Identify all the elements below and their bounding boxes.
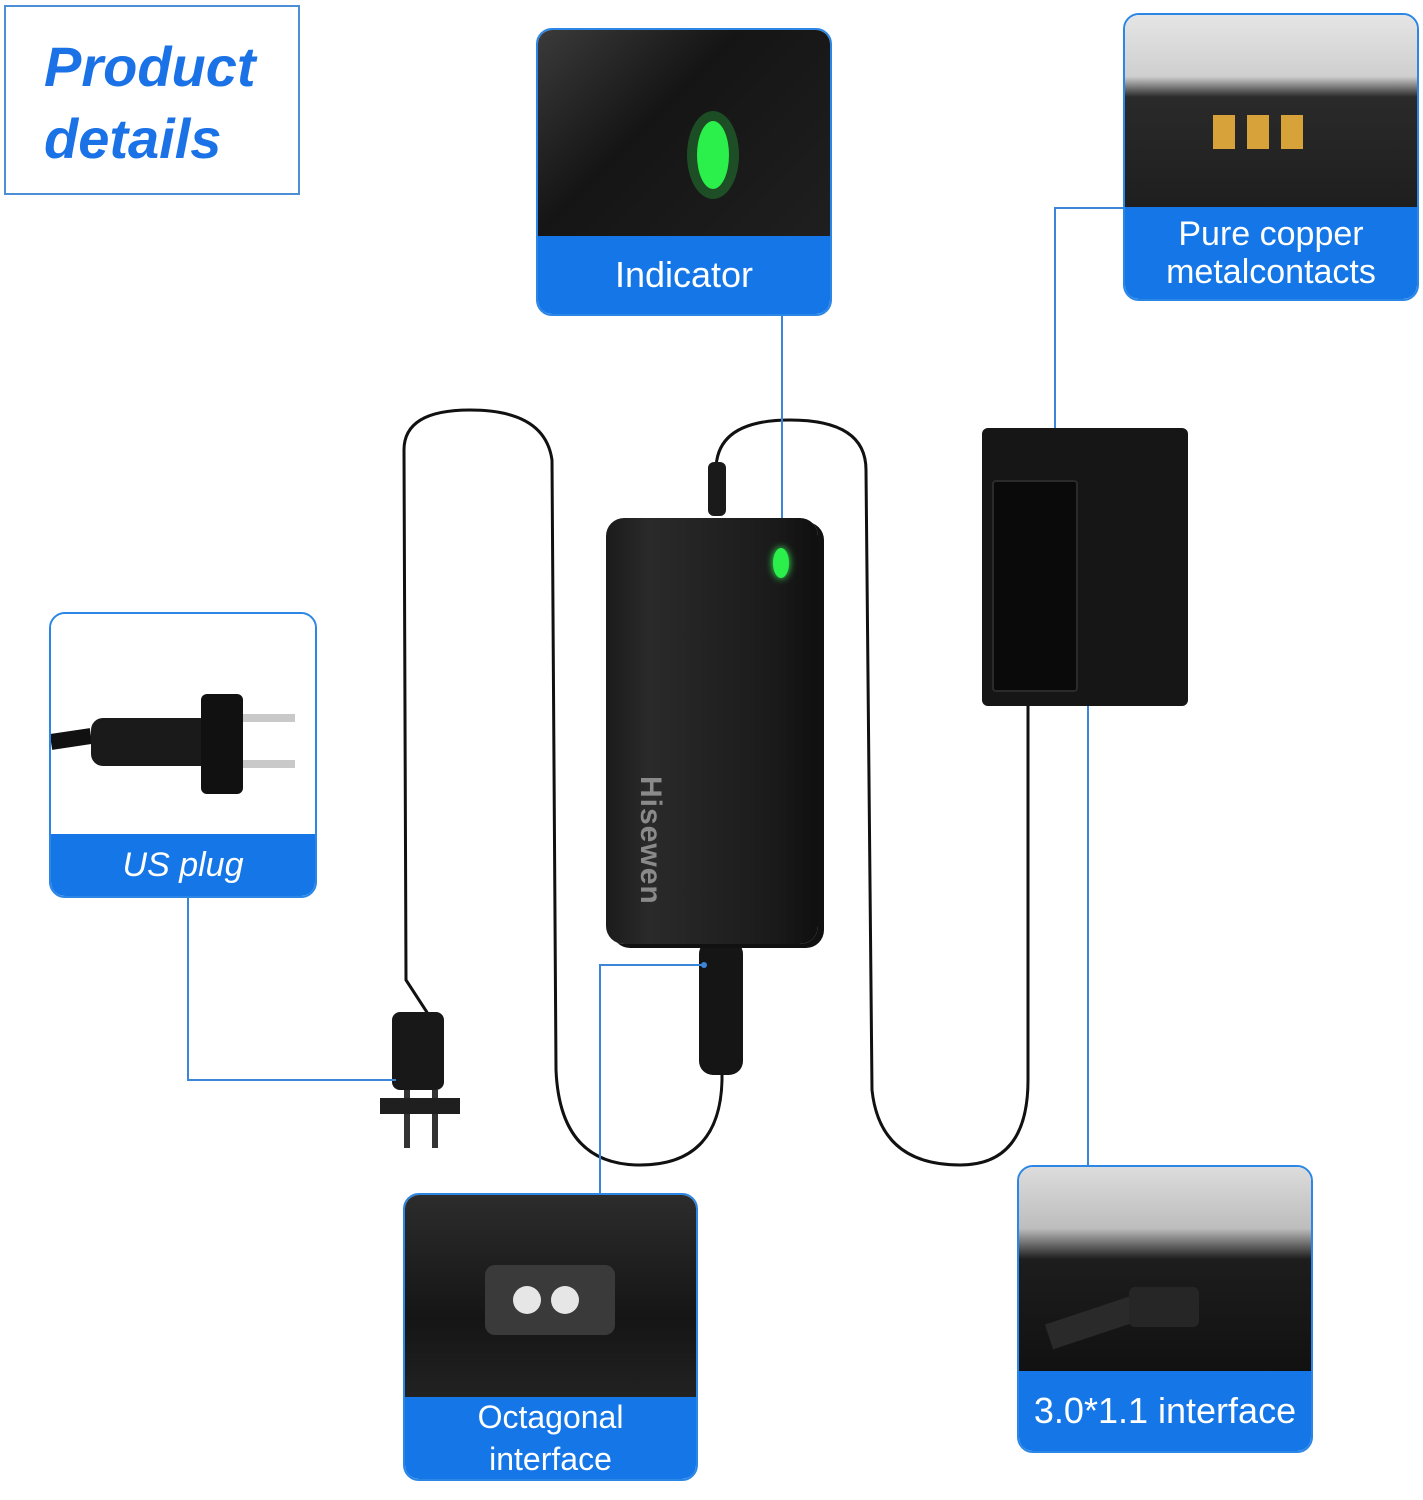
octagonal-socket-photo bbox=[405, 1195, 696, 1400]
power-adapter bbox=[606, 518, 818, 944]
copper-contacts-photo bbox=[1125, 15, 1417, 220]
brand-logo-text: Hisewen bbox=[634, 776, 667, 905]
dc-interface-label: 3.0*1.1 interface bbox=[1033, 1390, 1297, 1431]
leader-copper bbox=[1054, 207, 1123, 430]
title-box: Product details bbox=[4, 5, 300, 195]
callout-dc-interface: 3.0*1.1 interface bbox=[1017, 1165, 1313, 1453]
us-plug-label: US plug bbox=[122, 845, 244, 884]
callout-label: Octagonal interface bbox=[405, 1397, 696, 1479]
plug-base bbox=[380, 1098, 460, 1114]
copper-label-line-1: Pure copper bbox=[1178, 215, 1364, 253]
callout-copper-contacts: Pure copper metalcontacts bbox=[1123, 13, 1419, 301]
page-title: Product details bbox=[44, 35, 256, 170]
callout-indicator: Indicator bbox=[536, 28, 832, 316]
us-plug-icon bbox=[51, 694, 295, 794]
led-closeup-icon bbox=[687, 111, 739, 199]
contacts-closeup-icon bbox=[1213, 115, 1303, 149]
top-strain-relief bbox=[708, 462, 726, 516]
octagonal-label-line-2: interface bbox=[489, 1441, 612, 1477]
plug-prong-left bbox=[404, 1090, 410, 1148]
callout-label: Indicator bbox=[538, 236, 830, 314]
plug-head bbox=[392, 1012, 444, 1090]
callout-label: 3.0*1.1 interface bbox=[1019, 1371, 1311, 1451]
leader-octagonal bbox=[599, 964, 704, 1193]
indicator-label: Indicator bbox=[614, 254, 754, 295]
callout-octagonal-interface: Octagonal interface bbox=[403, 1193, 698, 1481]
figure-eight-socket-icon bbox=[485, 1265, 615, 1335]
dc-output-cable bbox=[714, 418, 1030, 1167]
callout-label: US plug bbox=[51, 834, 315, 896]
us-plug-photo bbox=[51, 614, 315, 839]
callout-label: Pure copper metalcontacts bbox=[1125, 207, 1417, 299]
power-cord-cable bbox=[402, 408, 724, 1167]
leader-us-plug bbox=[187, 898, 396, 1081]
indicator-closeup-photo bbox=[538, 30, 830, 240]
coupler-cable-slot bbox=[992, 480, 1078, 692]
dc-interface-photo bbox=[1019, 1167, 1311, 1372]
green-led-indicator bbox=[773, 548, 789, 578]
leader-dot-octagonal bbox=[701, 962, 707, 968]
copper-label-line-2: metalcontacts bbox=[1166, 253, 1376, 291]
callout-us-plug: US plug bbox=[49, 612, 317, 898]
bottom-strain-relief bbox=[699, 940, 743, 1075]
plug-prong-right bbox=[432, 1090, 438, 1148]
octagonal-label-line-1: Octagonal bbox=[477, 1399, 624, 1435]
dc-plug-icon bbox=[1044, 1287, 1199, 1350]
